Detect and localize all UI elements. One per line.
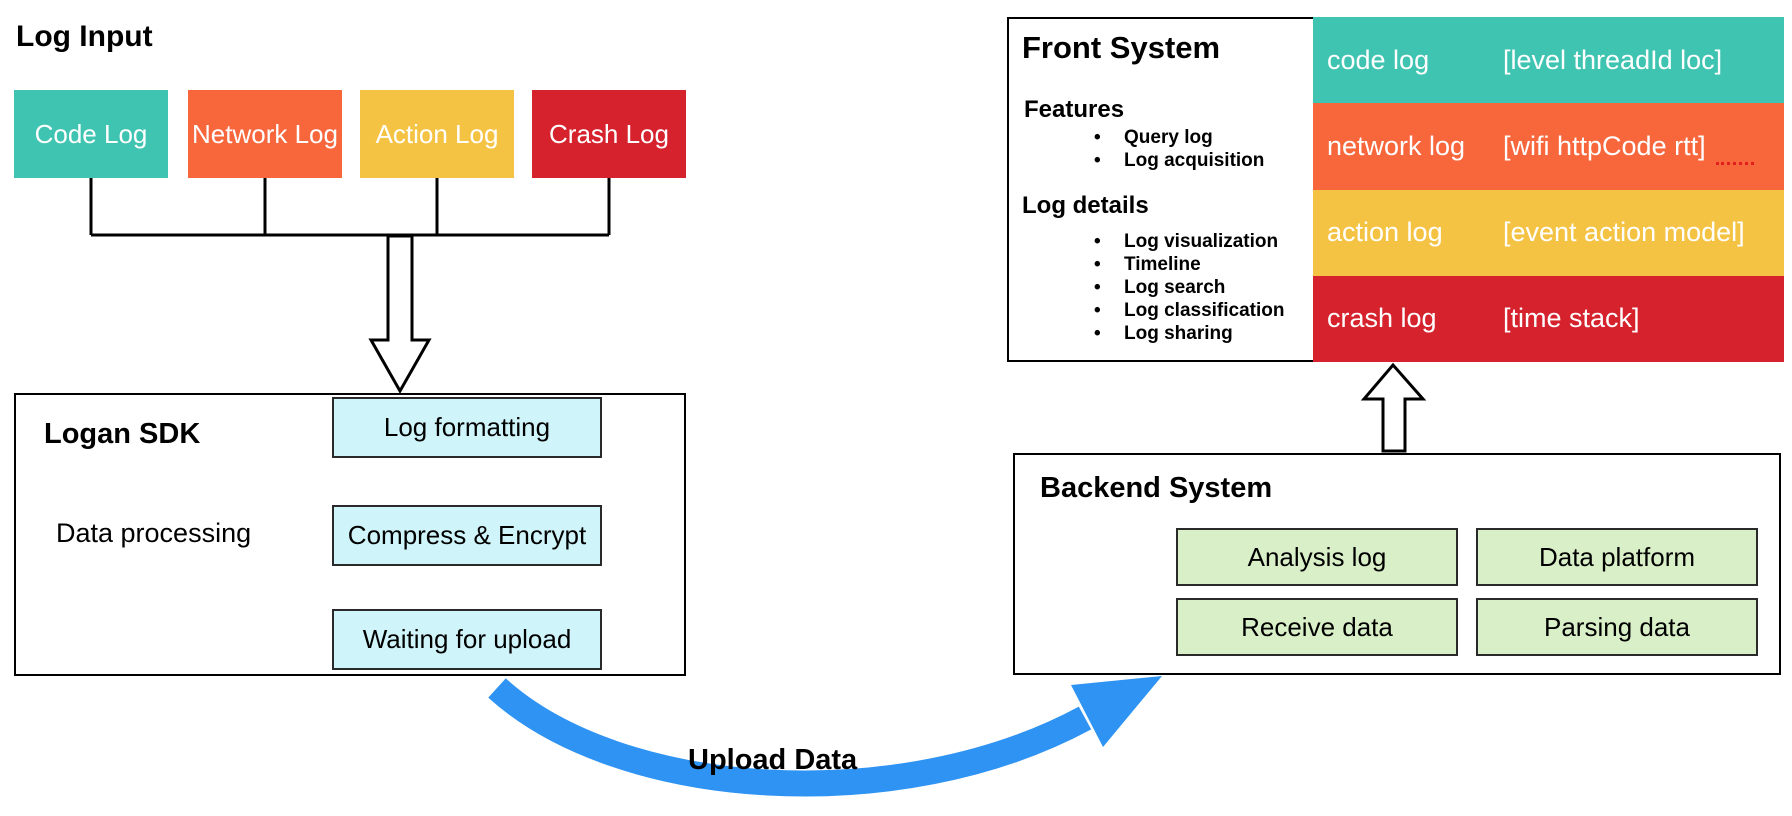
backend-box-label: Analysis log <box>1247 541 1387 572</box>
input-box-label: Crash Log <box>549 118 669 149</box>
bar-label: action log <box>1327 217 1443 248</box>
list-item: Log acquisition <box>1094 149 1264 172</box>
input-box-action-log: Action Log <box>360 90 514 178</box>
bar-detail: [event action model] <box>1503 217 1745 248</box>
backend-box-label: Parsing data <box>1544 611 1690 642</box>
step-waiting-for-upload: Waiting for upload <box>332 609 602 670</box>
data-processing-label: Data processing <box>56 518 252 548</box>
log-details-heading: Log details <box>1022 192 1149 219</box>
list-item: Log search <box>1094 276 1284 299</box>
up-arrow-icon <box>1360 362 1427 453</box>
log-input-title: Log Input <box>16 20 153 53</box>
features-list: Query log Log acquisition <box>1094 126 1264 172</box>
list-item: Log sharing <box>1094 322 1284 345</box>
backend-system-title: Backend System <box>1040 472 1273 504</box>
input-connector-lines <box>89 178 611 237</box>
step-label: Compress & Encrypt <box>347 520 587 550</box>
step-compress-encrypt: Compress & Encrypt <box>332 505 602 566</box>
backend-box-parsing-data: Parsing data <box>1476 598 1758 656</box>
upload-arrow-icon <box>488 676 1162 797</box>
list-item: Log classification <box>1094 299 1284 322</box>
input-box-crash-log: Crash Log <box>532 90 686 178</box>
down-arrow-icon <box>368 234 432 395</box>
input-box-label: Network Log <box>192 118 338 149</box>
list-item: Timeline <box>1094 253 1284 276</box>
backend-box-data-platform: Data platform <box>1476 528 1758 586</box>
bar-detail: [wifi httpCode rtt] <box>1503 130 1706 161</box>
bar-detail: [level threadId loc] <box>1503 44 1723 75</box>
step-label: Waiting for upload <box>362 624 572 654</box>
list-item: Query log <box>1094 126 1264 149</box>
bar-crash-log: crash log [time stack] <box>1313 275 1784 362</box>
bar-label: network log <box>1327 130 1466 161</box>
log-type-bars: code log [level threadId loc] network lo… <box>1313 17 1784 362</box>
backend-box-label: Data platform <box>1538 541 1696 572</box>
input-box-label: Action Log <box>375 118 499 149</box>
front-system-title: Front System <box>1022 30 1221 65</box>
input-box-network-log: Network Log <box>188 90 342 178</box>
logan-sdk-title: Logan SDK <box>44 418 201 450</box>
bar-label: code log <box>1327 44 1430 75</box>
bar-label: crash log <box>1327 303 1437 334</box>
list-item: Log visualization <box>1094 230 1284 253</box>
step-log-formatting: Log formatting <box>332 397 602 458</box>
backend-box-receive-data: Receive data <box>1176 598 1458 656</box>
spellcheck-underline <box>1716 162 1754 165</box>
upload-data-label: Upload Data <box>688 744 858 776</box>
step-label: Log formatting <box>383 412 551 442</box>
bar-code-log: code log [level threadId loc] <box>1313 17 1784 104</box>
input-box-code-log: Code Log <box>14 90 168 178</box>
features-heading: Features <box>1024 96 1125 123</box>
backend-box-analysis-log: Analysis log <box>1176 528 1458 586</box>
bar-detail: [time stack] <box>1503 303 1640 334</box>
input-box-label: Code Log <box>34 118 148 149</box>
backend-box-label: Receive data <box>1241 611 1393 642</box>
bar-action-log: action log [event action model] <box>1313 189 1784 276</box>
bar-network-log: network log [wifi httpCode rtt] <box>1313 103 1784 190</box>
log-details-list: Log visualization Timeline Log search Lo… <box>1094 230 1284 345</box>
